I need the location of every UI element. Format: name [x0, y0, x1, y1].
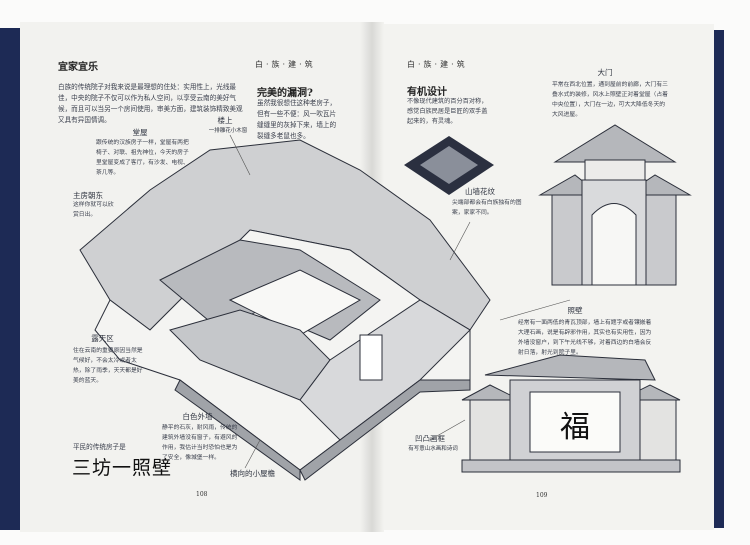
frame-sub: 有写意山水画和诗词 [408, 446, 458, 452]
hall-text: 跟传统的汉族房子一样，堂屋有两把椅子、对联、祖先神位，今天的房子里堂屋变成了客厅… [96, 140, 189, 176]
courtyard-house-illustration [79, 139, 491, 481]
running-header: 白·族·建·筑 [255, 60, 316, 69]
eave-label: 横向的小屋檐 [230, 469, 275, 478]
page-title: 宜家宜乐 [58, 62, 98, 73]
page-number-left: 108 [196, 491, 208, 498]
gable-text: 尖端部都会有白族独有的图案，家家不同。 [452, 200, 522, 216]
main-room-label: 主房朝东 [73, 191, 103, 200]
white-wall-label: 白色外墙 [182, 412, 213, 421]
gate-text: 平常在西北位置，通到屋前的前廊，大门有三叠水式的装修，风水上照壁正对着堂屋（占着… [552, 82, 668, 118]
fu-character: 福 [560, 410, 590, 445]
open-area-text: 住在云南的重要原因当然是气候好，不会太冷或者太热，除了雨季，天天都是好美的蓝天。 [73, 348, 143, 384]
main-room-text: 这样你就可以欣赏日出。 [73, 202, 114, 218]
hall-label: 堂屋 [132, 128, 148, 137]
gable-ornament-illustration [404, 136, 494, 195]
upstairs-label: 楼上 [217, 116, 233, 125]
gable-label: 山墙花纹 [465, 187, 495, 196]
screen-wall-label: 照壁 [567, 306, 583, 315]
leader-lines [229, 134, 571, 469]
flaw-heading: 完美的漏洞? [257, 88, 313, 99]
open-area-label: 露天区 [91, 334, 114, 343]
gate-illustration [538, 124, 692, 286]
flaw-text: 虽然我很想住这种老房子，但有一些不便：风一吹瓦片缝缝里的灰掉下来，墙上的裂缝多老… [257, 99, 337, 140]
upstairs-sub: 一排雕花小木窗 [208, 128, 248, 134]
running-header-right: 白·族·建·筑 [407, 60, 468, 69]
book-cover-left-edge [0, 28, 22, 530]
gate-label: 大门 [597, 68, 613, 77]
organic-heading: 有机设计 [407, 87, 447, 98]
page-number-right: 109 [536, 492, 548, 499]
white-wall-text: 静平的石灰，耐风雨，传统的建筑外墙没有窗子，有避风的作用，我估计当时恐怕也是为了… [162, 425, 238, 461]
screen-wall-text: 经常有一面两低的青瓦顶部，墙上有题字或者镶嵌着大理石画，说是有辟邪作用，其实也有… [518, 320, 652, 356]
caption-big: 三坊一照壁 [72, 457, 173, 479]
frame-label: 凹凸画框 [415, 434, 445, 443]
intro-paragraph: 白族的传统院子对我来说是最理想的住处：实用性上，光线最佳，中央的院子不仅可以作为… [58, 83, 243, 124]
caption-small: 平民的传统房子是 [73, 443, 126, 451]
organic-text: 不像现代建筑的百分百对称，感觉白族民居是巨匠的双手盖起来的，有灵魂。 [407, 98, 488, 125]
screen-wall-illustration [461, 354, 681, 473]
